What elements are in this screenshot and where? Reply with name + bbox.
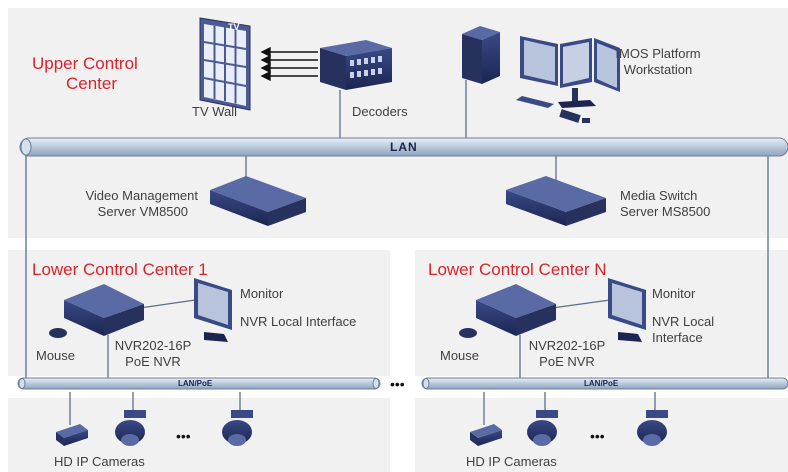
cameras-1-label: HD IP Cameras: [54, 454, 145, 469]
lan-poe-n-label: LAN/PoE: [584, 379, 619, 388]
media-switch-server-icon: [506, 176, 606, 226]
lan-poe-pipe-1: [17, 377, 381, 390]
mouse-1-icon: [49, 328, 67, 338]
mouse-1-label: Mouse: [36, 348, 76, 363]
arrows-decoders-to-tv: [260, 46, 318, 82]
dome-camera-nb-icon: [637, 410, 668, 446]
monitor-1-label: Monitor: [240, 286, 284, 301]
nvr-n-icon: [476, 284, 556, 336]
upper-control-center-title: Upper Control Center: [32, 54, 138, 93]
decoders-icon: [320, 40, 392, 90]
nvr-local-interface-n-label: NVR Local Interface: [652, 314, 715, 345]
box-camera-1-icon: [56, 424, 88, 446]
connection-lines: [25, 80, 769, 425]
lower-control-center-n-title: Lower Control Center N: [428, 260, 607, 279]
workstation-label: IMOS Platform Workstation: [615, 46, 701, 77]
lan-poe-1-label: LAN/PoE: [178, 379, 213, 388]
tv-label: TV: [228, 22, 240, 32]
tv-wall-icon: [199, 17, 251, 111]
cameras-n-ellipsis: •••: [590, 428, 605, 444]
nvr-local-interface-1-label: NVR Local Interface: [240, 314, 357, 329]
more-centers-ellipsis: •••: [390, 376, 405, 392]
upper-control-center-panel: [8, 8, 788, 238]
cameras-n-label: HD IP Cameras: [466, 454, 557, 469]
lower-control-center-1-title: Lower Control Center 1: [32, 260, 208, 279]
video-management-server-icon: [210, 176, 306, 226]
nvr-n-label: NVR202-16P PoE NVR: [528, 338, 606, 369]
dome-camera-na-icon: [527, 410, 558, 446]
box-camera-n-icon: [470, 424, 502, 446]
cameras-1-ellipsis: •••: [176, 428, 191, 444]
nvr-1-label: NVR202-16P PoE NVR: [114, 338, 192, 369]
media-switch-server-label: Media Switch Server MS8500: [620, 188, 711, 219]
dome-camera-1b-icon: [222, 410, 253, 446]
nvr-1-icon: [64, 284, 144, 336]
lan-label: LAN: [390, 140, 418, 154]
lan-poe-pipe-n: [421, 377, 788, 390]
lan-pipe: [19, 137, 788, 157]
monitor-n-label: Monitor: [652, 286, 696, 301]
mouse-n-icon: [459, 328, 477, 338]
tv-wall-label: TV Wall: [192, 104, 238, 119]
video-management-server-label: Video Management Server VM8500: [85, 188, 198, 219]
decoders-label: Decoders: [352, 104, 408, 119]
monitor-n-icon: [608, 278, 646, 342]
mouse-n-label: Mouse: [440, 348, 480, 363]
dome-camera-1a-icon: [115, 410, 146, 446]
workstation-icon: [462, 26, 620, 123]
monitor-1-icon: [194, 278, 232, 342]
